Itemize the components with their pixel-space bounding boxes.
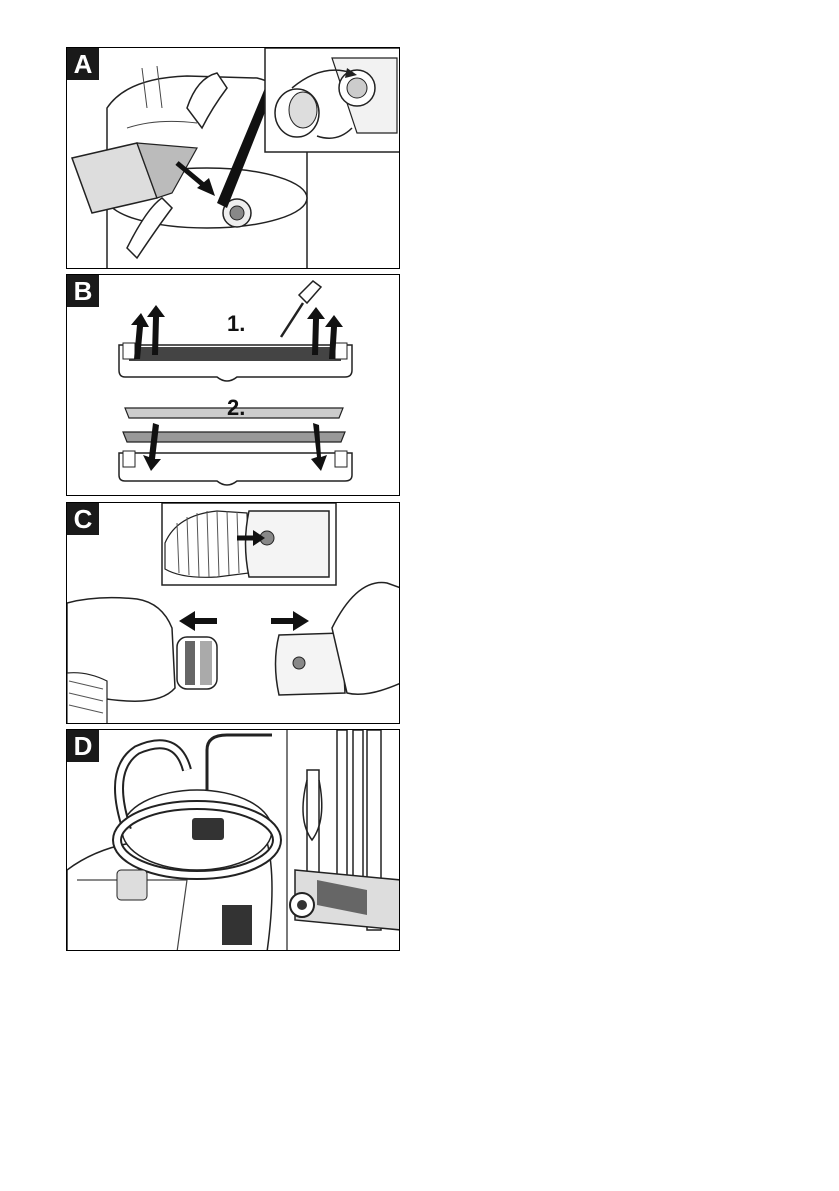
panel-a: A xyxy=(66,47,400,269)
panel-d: D xyxy=(66,729,400,951)
panel-a-label: A xyxy=(67,48,99,80)
panel-b: B 1. 2. xyxy=(66,274,400,496)
panel-c-label: C xyxy=(67,503,99,535)
panel-d-illustration xyxy=(67,730,400,951)
panel-c: C xyxy=(66,502,400,724)
panel-d-label: D xyxy=(67,730,99,762)
panel-c-illustration xyxy=(67,503,400,724)
panel-a-illustration xyxy=(67,48,400,269)
step-1-label: 1. xyxy=(227,311,245,336)
panel-b-illustration: 1. 2. xyxy=(67,275,400,496)
panel-b-label: B xyxy=(67,275,99,307)
step-2-label: 2. xyxy=(227,395,245,420)
